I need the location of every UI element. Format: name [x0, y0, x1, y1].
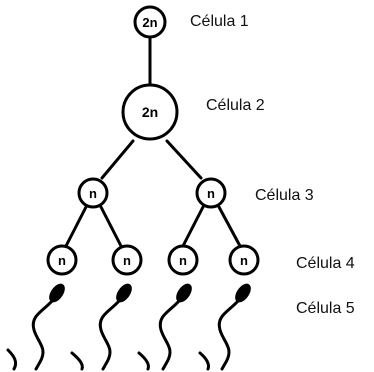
cell4-1-ploidy: n	[58, 253, 66, 268]
connector-cell2-cell3-left	[100, 139, 135, 180]
cell3-right-ploidy: n	[207, 186, 215, 201]
label-cell5: Célula 5	[296, 300, 355, 317]
cell4-3-circle	[167, 244, 199, 276]
sperm-group	[6, 283, 251, 371]
cell1-ploidy: 2n	[142, 15, 157, 30]
label-cell2: Célula 2	[206, 97, 265, 114]
sperm-icon	[217, 283, 251, 371]
tail-fragment	[137, 351, 150, 371]
label-cell4: Célula 4	[296, 255, 355, 272]
cell2-ploidy: 2n	[142, 104, 158, 120]
tail-fragment	[70, 351, 84, 371]
label-cell1: Célula 1	[190, 13, 249, 30]
tail-fragment	[6, 348, 18, 371]
connector-cell3r-cell4-3	[181, 205, 205, 248]
connector-cell3l-cell4-2	[99, 205, 123, 248]
label-cell3: Célula 3	[255, 187, 314, 204]
cell4-3-ploidy: n	[179, 253, 187, 268]
sperm-icon	[98, 283, 132, 371]
connector-lines	[64, 35, 242, 248]
cell1-circle	[133, 5, 167, 39]
tail-fragment	[198, 351, 210, 371]
cell3-left-ploidy: n	[89, 186, 97, 201]
cell3-right-circle	[195, 177, 227, 209]
sperm-icon	[31, 283, 65, 371]
cell2-circle	[121, 83, 179, 141]
cell3-left-circle	[77, 177, 109, 209]
cell4-2-ploidy: n	[123, 253, 131, 268]
cell4-1-circle	[46, 244, 78, 276]
connector-cell3l-cell4-1	[64, 205, 88, 248]
sperm-icon	[158, 283, 192, 371]
connector-cell2-cell3-right	[165, 139, 203, 180]
connector-cell3r-cell4-4	[217, 205, 242, 248]
cell4-4-ploidy: n	[240, 253, 248, 268]
cell4-4-circle	[228, 244, 260, 276]
cell4-2-circle	[111, 244, 143, 276]
